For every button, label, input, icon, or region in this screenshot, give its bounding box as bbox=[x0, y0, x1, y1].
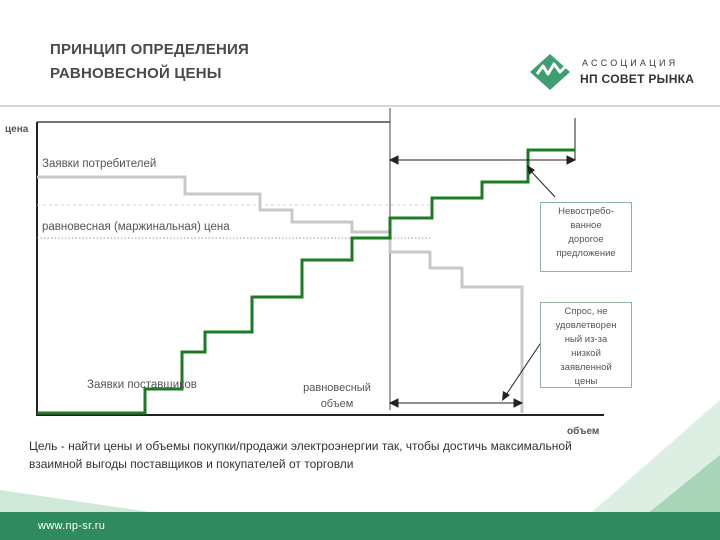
supply-curve bbox=[37, 148, 575, 415]
callout-unclaimed-line1: Невостребо- bbox=[558, 206, 614, 217]
unmet-demand-arrow bbox=[388, 398, 524, 408]
slide-title: ПРИНЦИП ОПРЕДЕЛЕНИЯ РАВНОВЕСНОЙ ЦЕНЫ bbox=[50, 38, 249, 86]
goal-statement: Цель - найти цены и объемы покупки/прода… bbox=[29, 439, 572, 471]
callout-arrowhead-unmet bbox=[502, 391, 510, 401]
callout-unmet-demand: Спрос, не удовлетворен ный из-за низкой … bbox=[540, 302, 632, 388]
callout-unmet-line1: Спрос, не bbox=[564, 306, 608, 317]
equilibrium-price-label: равновесная (маржинальная) цена bbox=[42, 221, 230, 233]
supplier-bids-label: Заявки поставщиков bbox=[87, 379, 197, 391]
callout-unmet-line3: ный из-за bbox=[564, 334, 608, 345]
callout-unclaimed-offer: Невостребо- ванное дорогое предложение bbox=[540, 202, 632, 272]
logo: АССОЦИАЦИЯ НП СОВЕТ РЫНКА bbox=[530, 52, 700, 94]
equilibrium-volume-label-line2: объем bbox=[320, 398, 354, 410]
logo-subtitle: АССОЦИАЦИЯ bbox=[582, 58, 679, 68]
callout-pointer-unclaimed bbox=[527, 167, 556, 198]
footer-deco-left bbox=[0, 490, 150, 512]
x-axis-label: объем bbox=[567, 426, 600, 437]
logo-mark-icon bbox=[530, 54, 570, 90]
callout-unmet-line6: цены bbox=[574, 376, 598, 387]
header-divider bbox=[0, 105, 720, 107]
equilibrium-volume-label: равновесный объем bbox=[292, 380, 382, 412]
callout-unmet-line4: низкой bbox=[571, 348, 601, 359]
callout-unclaimed-line3: дорогое bbox=[568, 234, 604, 245]
y-axis-label: цена bbox=[5, 124, 29, 135]
callout-unmet-line2: удовлетворен bbox=[555, 320, 617, 331]
slide-title-line2: РАВНОВЕСНОЙ ЦЕНЫ bbox=[50, 65, 222, 82]
callout-arrowhead-unclaimed bbox=[527, 165, 535, 175]
unclaimed-volume-arrow bbox=[388, 155, 577, 165]
equilibrium-volume-label-line1: равновесный bbox=[303, 382, 371, 394]
slide-title-line1: ПРИНЦИП ОПРЕДЕЛЕНИЯ bbox=[50, 41, 249, 58]
callout-unmet-line5: заявленной bbox=[560, 362, 612, 373]
website-link[interactable]: www.np-sr.ru bbox=[38, 520, 106, 532]
logo-name: НП СОВЕТ РЫНКА bbox=[580, 72, 695, 86]
callout-unclaimed-line4: предложение bbox=[556, 248, 616, 259]
footer-bar bbox=[0, 512, 720, 540]
consumer-bids-label: Заявки потребителей bbox=[42, 158, 157, 170]
demand-curve bbox=[37, 175, 524, 413]
callout-unclaimed-line2: ванное bbox=[570, 220, 602, 231]
